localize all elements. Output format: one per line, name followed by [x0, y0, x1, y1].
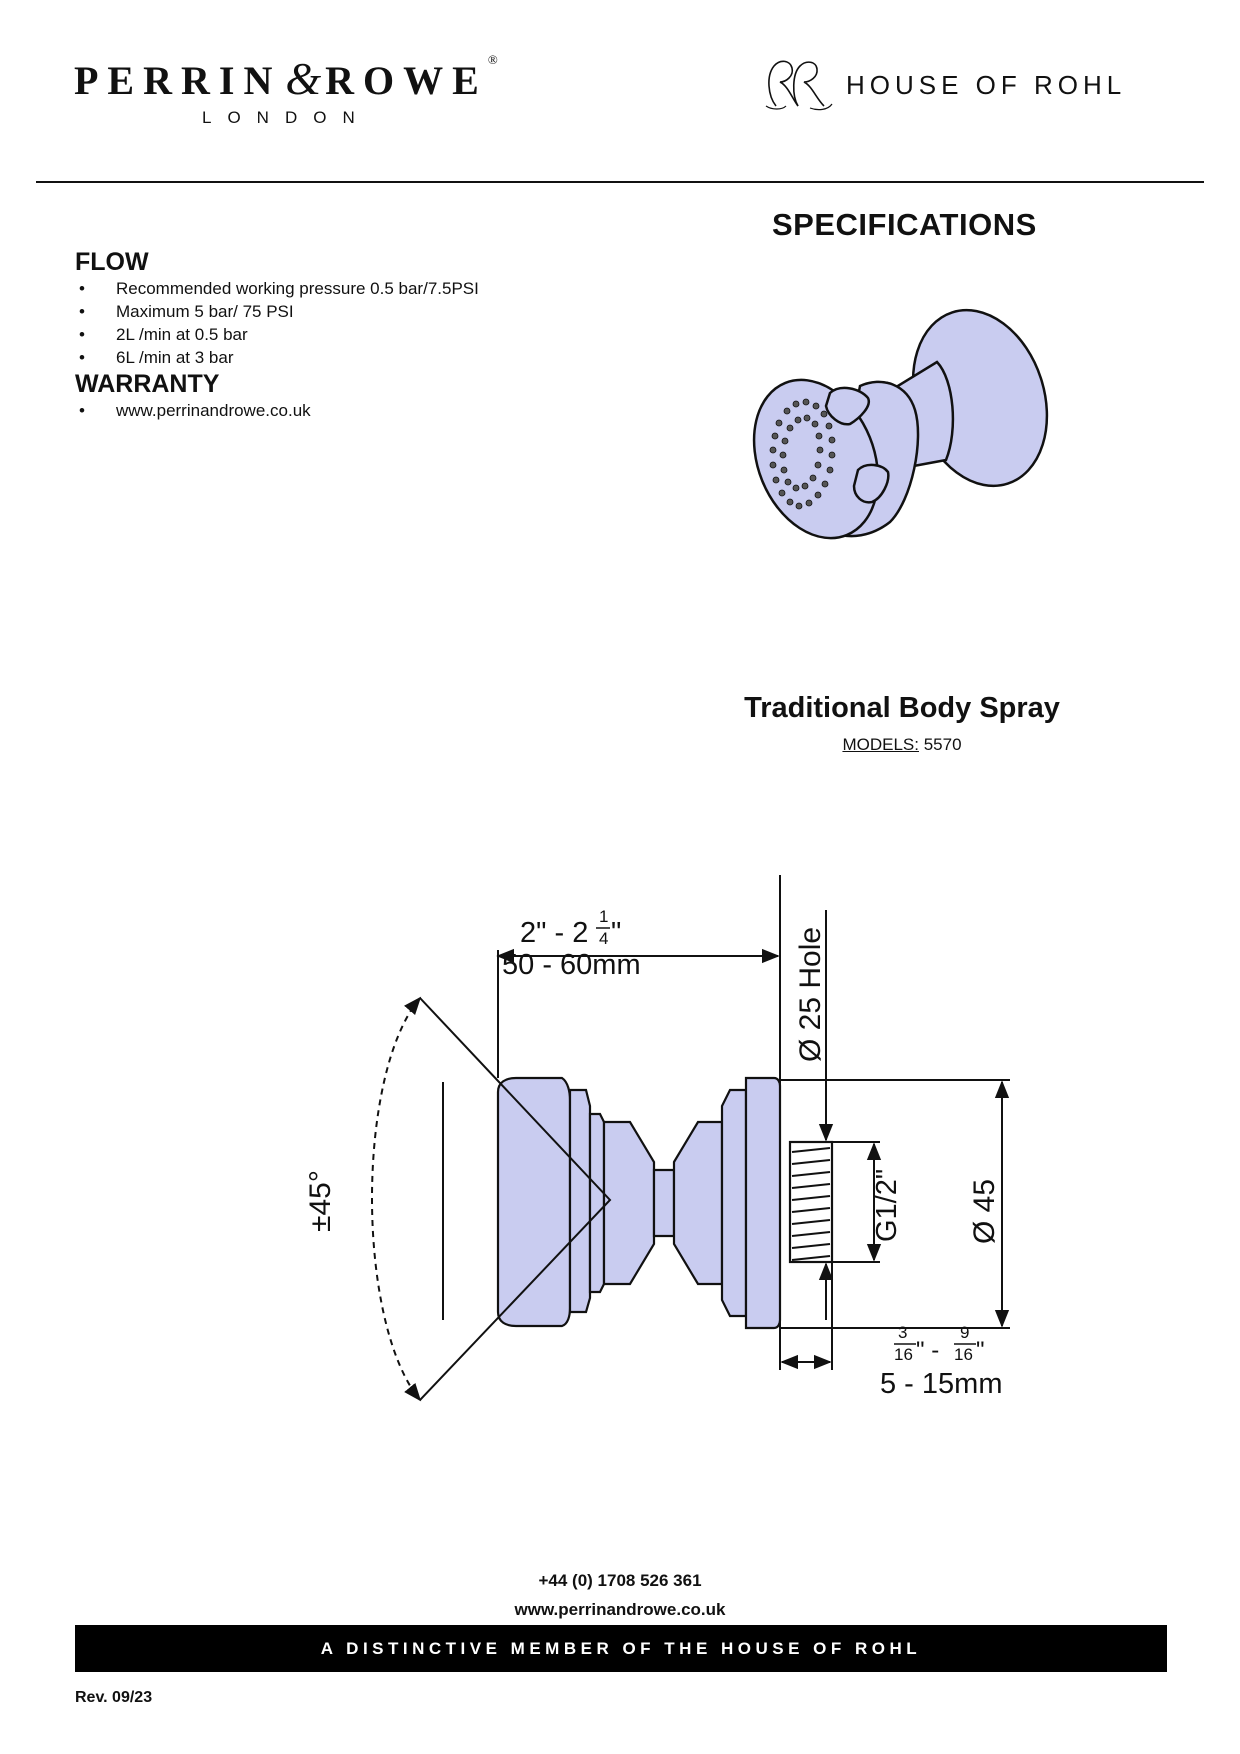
rr-monogram-icon: [765, 60, 833, 111]
contact-website[interactable]: www.perrinandrowe.co.uk: [514, 1600, 726, 1619]
dim-depth-frac2-num: 9: [960, 1323, 969, 1342]
partner-wordmark: HOUSE OF ROHL: [846, 70, 1127, 100]
brand-wordmark: Perrin&Rowe®: [74, 52, 514, 105]
product-name: Traditional Body Spray: [744, 692, 1060, 724]
warranty-heading: WARRANTY: [75, 370, 220, 398]
warranty-link[interactable]: www.perrinandrowe.co.uk: [116, 401, 311, 420]
product-illustration: [752, 308, 1049, 540]
dim-width-quote: ": [611, 917, 621, 949]
models-label: MODELS:: [842, 735, 919, 754]
drawing-labels: 2" - 2 1 4 " 50 - 60mm Ø 25 Hole G1/2" Ø…: [304, 907, 1002, 1400]
flow-item-text: 6L /min at 3 bar: [116, 348, 234, 367]
brand-first: Perrin: [74, 58, 282, 103]
brand-ampersand: &: [285, 53, 322, 104]
dim-diameter: Ø 45: [968, 1179, 1001, 1244]
perrin-rowe-logo: Perrin&Rowe® LONDON: [74, 52, 514, 132]
brand-second: Rowe: [325, 58, 488, 103]
models-line: MODELS: 5570: [732, 735, 1072, 755]
flow-item-text: Maximum 5 bar/ 75 PSI: [116, 302, 294, 321]
registered-mark: ®: [487, 52, 498, 67]
dim-depth-frac2-den: 16: [954, 1345, 973, 1364]
dim-width-frac-num: 1: [599, 907, 608, 926]
revision-label: Rev. 09/23: [75, 1689, 153, 1706]
header-divider: [36, 181, 1204, 183]
dim-thread: G1/2": [871, 1169, 903, 1242]
flow-item-text: Recommended working pressure 0.5 bar/7.5…: [116, 279, 479, 298]
dim-hole: Ø 25 Hole: [794, 927, 827, 1062]
dim-width-whole: 2" - 2: [520, 917, 588, 949]
flow-section: FLOW • Recommended working pressure 0.5 b…: [75, 248, 479, 369]
footer-banner: A DISTINCTIVE MEMBER OF THE HOUSE OF ROH…: [75, 1625, 1167, 1672]
list-item: • 6L /min at 3 bar: [75, 346, 479, 369]
bullet: •: [79, 348, 85, 367]
technical-drawing: 2" - 2 1 4 " 50 - 60mm Ø 25 Hole G1/2" Ø…: [304, 875, 1010, 1402]
dim-depth-frac1-den: 16: [894, 1345, 913, 1364]
contact-phone[interactable]: +44 (0) 1708 526 361: [538, 1571, 702, 1590]
list-item: • www.perrinandrowe.co.uk: [75, 399, 311, 422]
dim-width-metric: 50 - 60mm: [502, 949, 641, 981]
dim-width-imperial: 2" - 2: [520, 917, 588, 949]
body-spray-side-view: [496, 1076, 834, 1330]
warranty-section: WARRANTY • www.perrinandrowe.co.uk: [75, 370, 311, 422]
list-item: • Recommended working pressure 0.5 bar/7.…: [75, 277, 479, 300]
models-value: 5570: [923, 735, 962, 754]
dim-depth-quote: ": [976, 1337, 985, 1364]
bullet: •: [79, 325, 85, 344]
dim-width-frac-den: 4: [599, 929, 608, 948]
list-item: • 2L /min at 0.5 bar: [75, 323, 479, 346]
house-of-rohl-logo: HOUSE OF ROHL: [762, 56, 1172, 112]
page-title: SPECIFICATIONS: [772, 207, 1037, 242]
dim-depth-sep: " -: [916, 1337, 939, 1364]
bullet: •: [79, 401, 85, 420]
dim-angle: ±45°: [304, 1170, 337, 1232]
flow-item-text: 2L /min at 0.5 bar: [116, 325, 248, 344]
brand-city: LONDON: [202, 108, 371, 127]
bullet: •: [79, 279, 85, 298]
list-item: • Maximum 5 bar/ 75 PSI: [75, 300, 479, 323]
dim-depth-metric: 5 - 15mm: [880, 1368, 1002, 1400]
bullet: •: [79, 302, 85, 321]
dim-depth-frac1-num: 3: [898, 1323, 907, 1342]
flow-heading: FLOW: [75, 248, 149, 276]
